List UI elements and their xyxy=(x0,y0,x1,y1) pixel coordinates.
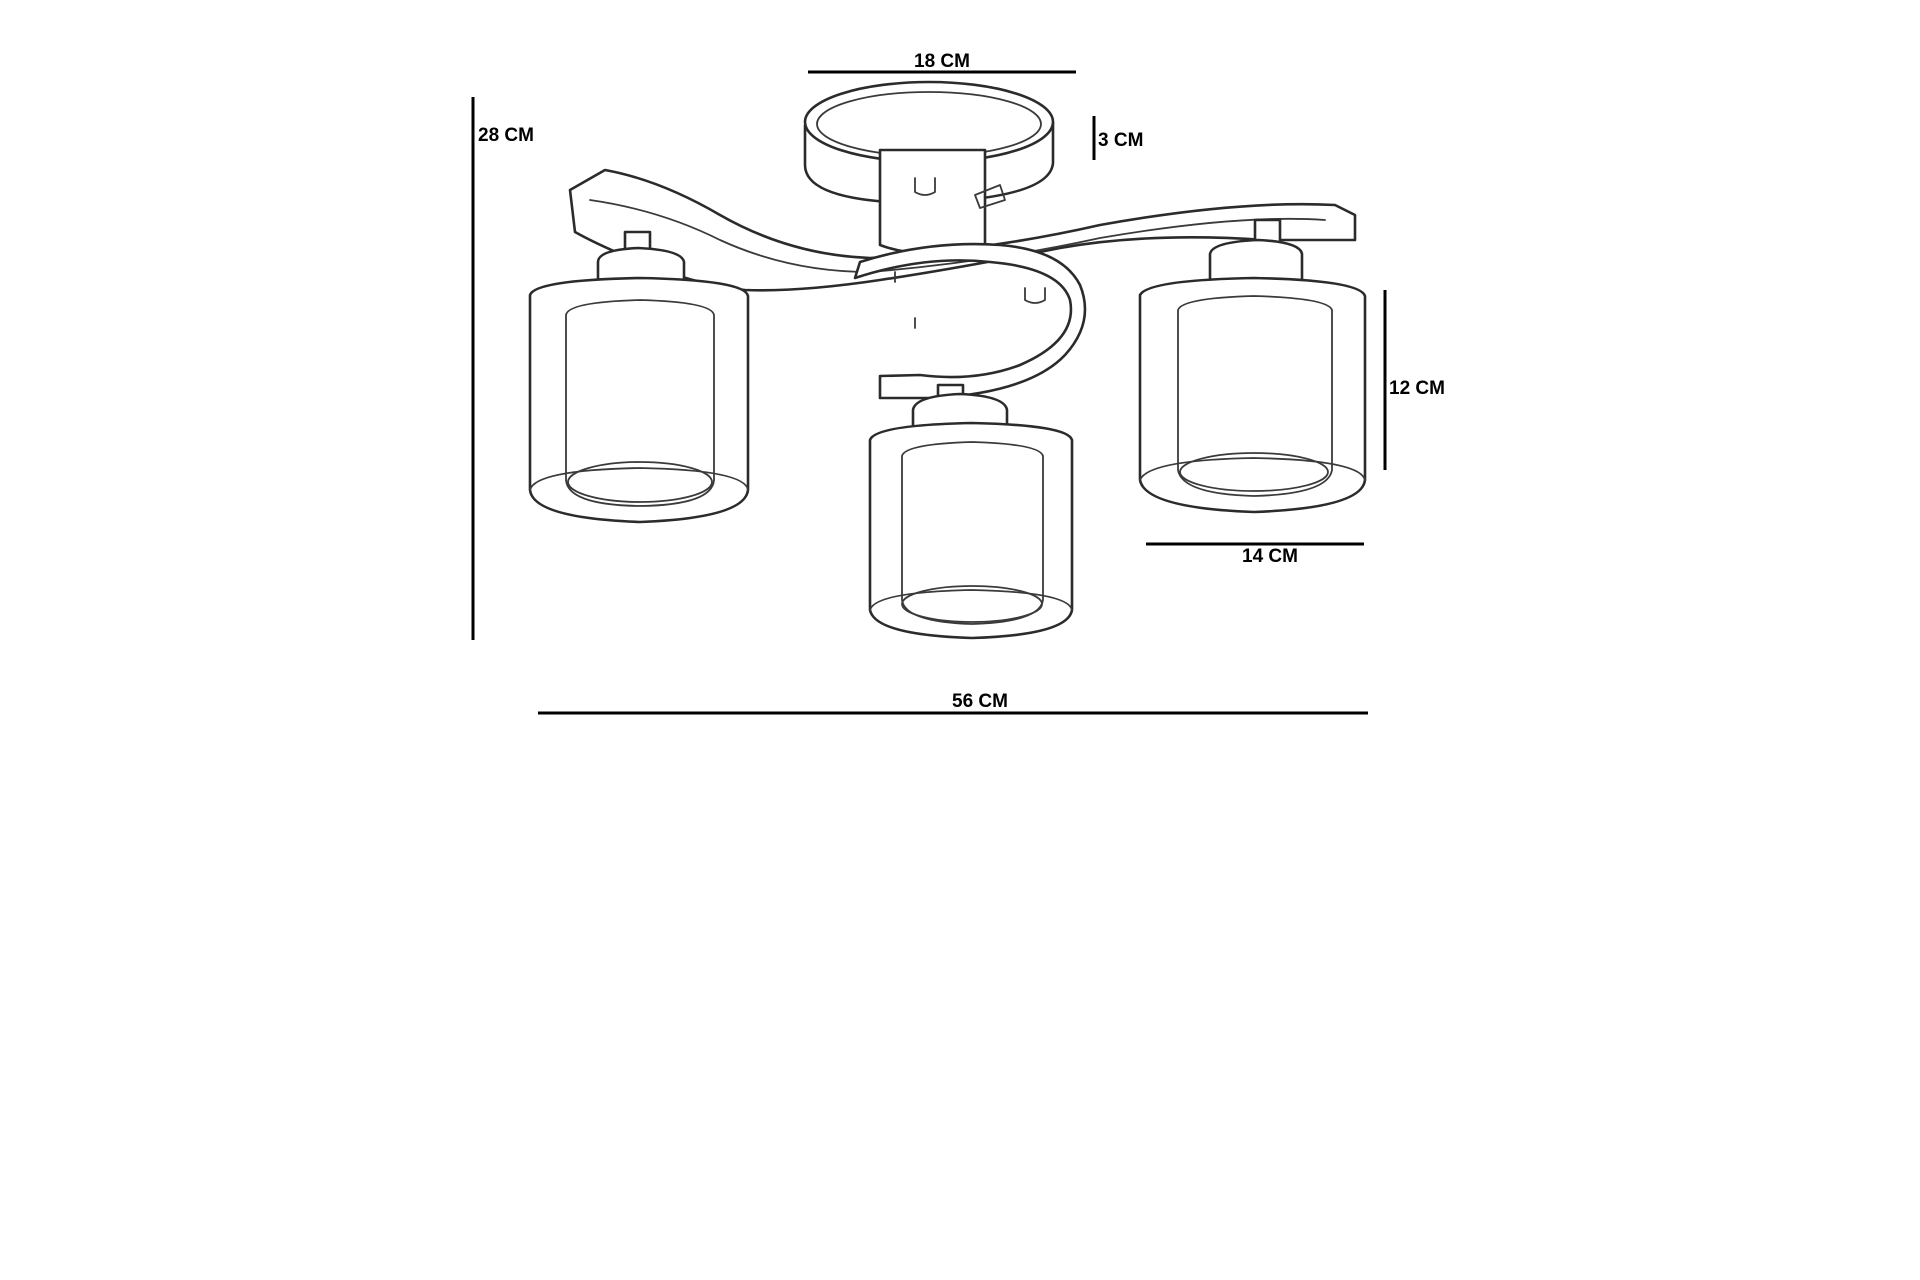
left-shade xyxy=(528,230,750,524)
dimension-total-height: 28 CM xyxy=(471,97,534,640)
center-stem xyxy=(878,148,1006,255)
shade-width-label: 14 CM xyxy=(1242,546,1298,567)
dimension-shade-width: 14 CM xyxy=(1146,542,1364,567)
dimension-shade-height: 12 CM xyxy=(1383,290,1445,470)
dimension-canopy-width: 18 CM xyxy=(808,51,1076,74)
total-width-label: 56 CM xyxy=(952,691,1008,712)
canopy-width-label: 18 CM xyxy=(914,51,970,72)
ceiling-lamp-illustration xyxy=(528,80,1367,640)
total-height-label: 28 CM xyxy=(478,125,534,146)
dimension-total-width: 56 CM xyxy=(538,691,1368,715)
canopy-height-label: 3 CM xyxy=(1098,130,1143,151)
center-arm xyxy=(853,242,1087,400)
dimension-canopy-height: 3 CM xyxy=(1092,116,1143,160)
shade-height-label: 12 CM xyxy=(1389,378,1445,399)
right-shade xyxy=(1138,218,1367,514)
center-shade xyxy=(868,383,1074,640)
